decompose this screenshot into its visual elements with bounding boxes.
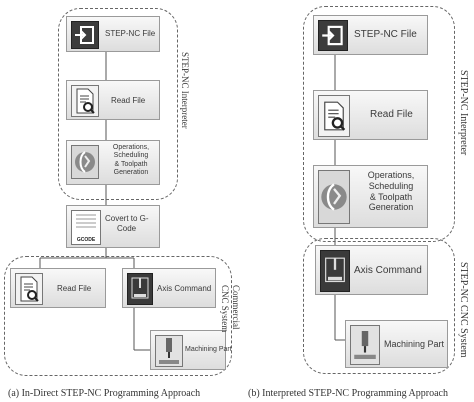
document-search-icon bbox=[318, 95, 350, 137]
right-step-nc-file-label: STEP-NC File bbox=[354, 29, 417, 40]
right-operations-label: Operations, Scheduling & Toolpath Genera… bbox=[354, 170, 428, 213]
left-operations-line-4: Generation bbox=[113, 169, 149, 177]
cnc-machine-icon bbox=[320, 250, 350, 292]
left-cnc-label-2: CNC System bbox=[220, 285, 230, 333]
left-step-nc-file-label: STEP-NC File bbox=[105, 29, 156, 38]
machining-part-icon bbox=[155, 335, 183, 367]
left-interpreter-group bbox=[58, 8, 178, 200]
left-read-file-2-box: Read File bbox=[10, 268, 106, 308]
right-read-file-box: Read File bbox=[313, 90, 428, 140]
document-search-icon bbox=[71, 85, 99, 117]
left-caption: (a) In-Direct STEP-NC Programming Approa… bbox=[8, 388, 201, 399]
right-operations-box: Operations, Scheduling & Toolpath Genera… bbox=[313, 165, 428, 228]
import-icon bbox=[71, 21, 99, 49]
import-icon bbox=[318, 20, 348, 51]
left-step-nc-file-box: STEP-NC File bbox=[66, 16, 160, 52]
left-covert-line-2: Code bbox=[117, 223, 137, 233]
gcode-file-icon: GCODE bbox=[71, 210, 101, 245]
left-operations-line-1: Operations, bbox=[112, 144, 150, 151]
right-operations-line-2: Scheduling bbox=[368, 180, 414, 191]
left-read-file-label: Read File bbox=[111, 96, 146, 105]
left-axis-command-box: Axis Command bbox=[122, 268, 216, 308]
toolpath-icon bbox=[71, 145, 99, 179]
right-operations-line-1: Operations, bbox=[367, 170, 415, 180]
right-caption: (b) Interpreted STEP-NC Programming Appr… bbox=[248, 388, 448, 399]
machining-part-icon bbox=[350, 325, 380, 365]
left-machining-part-box: Machining Part bbox=[150, 330, 232, 370]
left-covert-line-1: Covert to G- bbox=[105, 214, 149, 223]
right-step-nc-file-box: STEP-NC File bbox=[313, 15, 428, 55]
left-operations-line-3: & Toolpath bbox=[114, 160, 148, 168]
right-axis-command-label: Axis Command bbox=[354, 265, 422, 276]
left-read-file-2-label: Read File bbox=[57, 284, 92, 293]
left-covert-label: Covert to G- Code bbox=[105, 214, 149, 233]
left-covert-box: GCODE Covert to G- Code bbox=[66, 205, 160, 248]
left-operations-label: Operations, Scheduling & Toolpath Genera… bbox=[103, 144, 159, 178]
left-interpreter-label: STEP-NC Interpreter bbox=[180, 52, 190, 129]
right-cnc-group bbox=[303, 238, 455, 374]
right-operations-line-3: & Toolpath bbox=[369, 191, 413, 202]
left-operations-box: Operations, Scheduling & Toolpath Genera… bbox=[66, 140, 160, 185]
left-operations-line-2: Scheduling bbox=[113, 152, 149, 160]
left-cnc-label-1: Commercial bbox=[231, 285, 241, 330]
left-machining-part-label: Machining Part bbox=[185, 346, 232, 353]
gcode-icon-label: GCODE bbox=[76, 237, 96, 243]
right-interpreter-group bbox=[303, 6, 455, 242]
right-cnc-label: STEP-NC CNC System bbox=[458, 262, 469, 358]
cnc-machine-icon bbox=[127, 273, 153, 305]
right-axis-command-box: Axis Command bbox=[315, 245, 428, 295]
left-axis-command-label: Axis Command bbox=[157, 284, 212, 293]
toolpath-icon bbox=[318, 170, 350, 224]
left-read-file-box: Read File bbox=[66, 80, 160, 120]
right-machining-part-label: Machining Part bbox=[384, 339, 445, 349]
document-search-icon bbox=[15, 273, 43, 305]
right-interpreter-label: STEP-NC Interpreter bbox=[458, 70, 469, 156]
right-read-file-label: Read File bbox=[370, 109, 413, 120]
right-machining-part-box: Machining Part bbox=[345, 320, 448, 368]
right-operations-line-4: Generation bbox=[368, 202, 414, 213]
left-cnc-group bbox=[4, 256, 232, 376]
